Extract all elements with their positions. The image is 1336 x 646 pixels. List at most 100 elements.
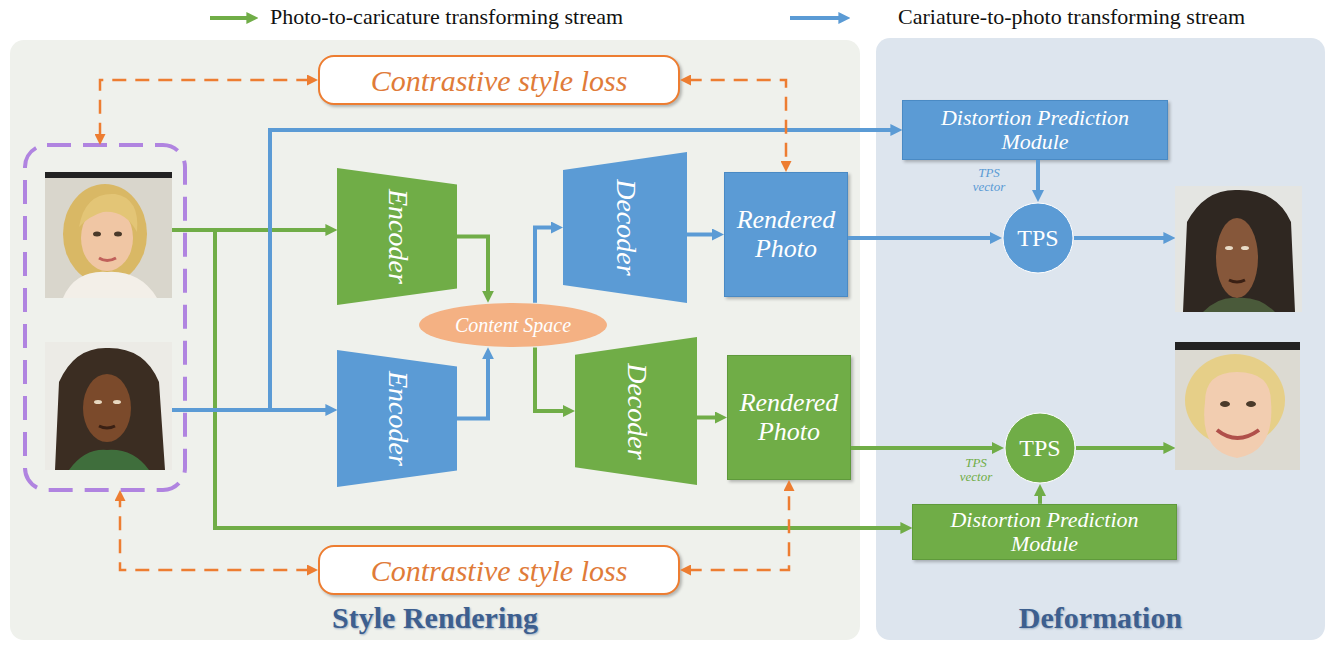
- input-bracket: [25, 145, 185, 490]
- encoder-block: Encoder: [337, 350, 457, 487]
- mouth: [1217, 430, 1259, 438]
- decoder-outline: [575, 337, 697, 485]
- input-wire: [172, 408, 329, 412]
- decoder-label: Decoder: [610, 179, 641, 275]
- input-photo: [45, 172, 172, 298]
- module-box: Distortion Prediction Module: [912, 504, 1177, 560]
- content-space-ellipse: Content Space: [418, 302, 608, 348]
- loss-label: Contrastive style loss: [371, 64, 628, 97]
- encoder-block: Encoder: [337, 168, 457, 305]
- loss-link: [688, 488, 789, 570]
- mouth: [99, 258, 116, 261]
- rendered-label: Rendered Photo: [734, 206, 838, 263]
- output-caricature: [1175, 342, 1300, 470]
- photo-frame: [45, 172, 172, 178]
- rendered-photo-box: Rendered Photo: [724, 172, 848, 297]
- face: [83, 374, 131, 442]
- mouth: [1229, 280, 1245, 282]
- legend-arrow: [790, 16, 842, 20]
- eye: [93, 232, 101, 237]
- input-caricature: [45, 342, 172, 470]
- hair: [1183, 190, 1295, 312]
- circle-outline: [1005, 413, 1075, 483]
- encoder-label: Encoder: [382, 189, 413, 284]
- photo-frame: [1175, 342, 1300, 350]
- decoder-outline: [563, 152, 687, 303]
- ellipse-outline: [419, 303, 607, 347]
- shirt: [69, 450, 149, 470]
- band-title: Deformation: [1019, 601, 1182, 634]
- vector-label: TPS vector: [953, 456, 999, 485]
- encoder-outline: [337, 350, 457, 487]
- decoder-block: Decoder: [563, 152, 687, 303]
- mouth: [99, 426, 115, 428]
- tps-label: TPS: [1019, 435, 1060, 461]
- hair: [55, 348, 165, 470]
- legend-item: Cariature-to-photo transforming stream: [898, 5, 1245, 29]
- input-wire: [172, 228, 329, 232]
- output-wire: [1074, 236, 1167, 240]
- eye: [94, 400, 102, 404]
- decoder-block: Decoder: [575, 337, 697, 485]
- flow-arrow: [457, 237, 488, 295]
- loss-link: [688, 80, 786, 164]
- input-wire: [270, 130, 894, 410]
- flow-arrow: [687, 233, 716, 237]
- flow-arrow: [848, 236, 994, 240]
- encoder-label: Encoder: [382, 371, 413, 466]
- eye: [1220, 401, 1230, 407]
- rendered-photo-box: Rendered Photo: [727, 355, 851, 480]
- hair-fringe: [79, 194, 137, 232]
- flow-arrow: [851, 446, 996, 450]
- rendered-label: Rendered Photo: [737, 389, 841, 446]
- eye: [114, 232, 122, 237]
- photo-ground: [1175, 342, 1300, 470]
- region-band: DeformationDistortion Prediction ModuleT…: [876, 38, 1325, 640]
- loss-box: Contrastive style loss: [318, 545, 680, 595]
- shirt: [1203, 298, 1275, 312]
- legend-item: Photo-to-caricature transforming stream: [270, 5, 623, 29]
- loss-label: Contrastive style loss: [371, 554, 628, 587]
- shoulders: [63, 272, 157, 298]
- flow-arrow: [697, 416, 719, 420]
- flow-arrow: [535, 228, 555, 303]
- tps-circle: TPS: [1002, 202, 1074, 274]
- circle-outline: [1003, 203, 1073, 273]
- tps-label: TPS: [1017, 225, 1058, 251]
- hair: [63, 184, 147, 284]
- eye: [113, 400, 121, 404]
- legend-arrow: [210, 16, 250, 20]
- eye: [1225, 246, 1233, 250]
- band-title: Style Rendering: [332, 601, 538, 634]
- face: [1204, 372, 1271, 458]
- flow-arrow: [1038, 492, 1042, 503]
- module-label: Distortion Prediction Module: [922, 508, 1167, 556]
- eye: [1241, 246, 1249, 250]
- flow-arrow: [1036, 160, 1040, 194]
- module-box: Distortion Prediction Module: [902, 100, 1168, 160]
- tps-circle: TPS: [1004, 412, 1076, 484]
- space-label: Content Space: [455, 314, 571, 336]
- flow-arrow: [457, 356, 488, 419]
- output-wire: [1076, 446, 1167, 450]
- loss-wire: [120, 498, 310, 570]
- flow-arrow: [535, 347, 567, 411]
- photo-ground: [45, 172, 172, 298]
- eye: [1246, 401, 1256, 407]
- legend-text: Cariature-to-photo transforming stream: [898, 4, 1245, 29]
- vector-label: TPS vector: [966, 166, 1012, 195]
- photo-ground: [1175, 186, 1302, 312]
- loss-box: Contrastive style loss: [318, 55, 680, 105]
- legend-text: Photo-to-caricature transforming stream: [270, 4, 623, 29]
- encoder-outline: [337, 168, 457, 305]
- output-photo: [1175, 186, 1302, 312]
- loss-wire: [100, 80, 310, 137]
- face: [1216, 218, 1258, 298]
- module-label: Distortion Prediction Module: [912, 106, 1158, 154]
- photo-ground: [45, 342, 172, 470]
- decoder-label: Decoder: [621, 363, 652, 459]
- input-wire: [215, 230, 904, 528]
